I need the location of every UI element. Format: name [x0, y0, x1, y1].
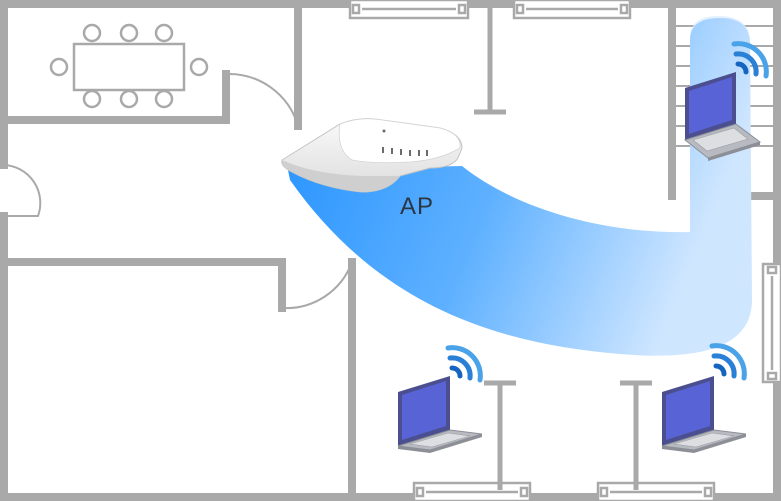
window-bottom-1 [412, 481, 532, 501]
conference-table [72, 42, 186, 92]
ap-top-face [338, 118, 461, 164]
partition-top [474, 6, 506, 115]
coverage-beam [288, 18, 752, 356]
laptop-screen [666, 381, 710, 440]
lower-room-wall-top [0, 258, 286, 312]
door-swing-meeting [225, 72, 299, 127]
chair [119, 89, 139, 109]
laptop-keys [409, 432, 471, 448]
chair [154, 89, 174, 109]
windows [348, 0, 781, 501]
laptop-icon [683, 72, 762, 161]
partition-bottom-1 [484, 380, 516, 490]
ap-led-icons [382, 129, 428, 156]
laptop-icon [661, 376, 747, 453]
door-swing-lower [281, 261, 353, 310]
laptop-base-edge [662, 434, 746, 453]
chair [154, 23, 174, 43]
laptop-screen [689, 77, 732, 134]
wifi-icon [445, 345, 483, 383]
window-top-2 [512, 0, 632, 20]
meeting-room-wall-bottom [0, 70, 230, 124]
laptop-base-edge [398, 434, 482, 453]
door-swings [3, 72, 353, 310]
chair [189, 57, 209, 77]
laptop-keys [673, 432, 735, 448]
wifi-icon [731, 41, 769, 79]
wifi-icon [709, 343, 747, 381]
laptop-keys [692, 127, 749, 152]
chair [82, 23, 102, 43]
laptop-base-edge [708, 142, 760, 161]
ap-label: AP [400, 193, 435, 220]
partitions [474, 6, 652, 490]
chair [49, 57, 69, 77]
ap-shadow-edge [281, 160, 400, 192]
laptop-screen [402, 381, 446, 440]
access-point [281, 118, 463, 193]
partition-bottom-2 [620, 380, 652, 490]
window-top-1 [348, 0, 470, 20]
window-bottom-2 [596, 481, 716, 501]
chair [82, 89, 102, 109]
chair [119, 23, 139, 43]
meeting-table [49, 23, 209, 109]
laptop-icon [397, 376, 483, 453]
window-right [761, 262, 781, 384]
door-swing-left [3, 164, 42, 217]
